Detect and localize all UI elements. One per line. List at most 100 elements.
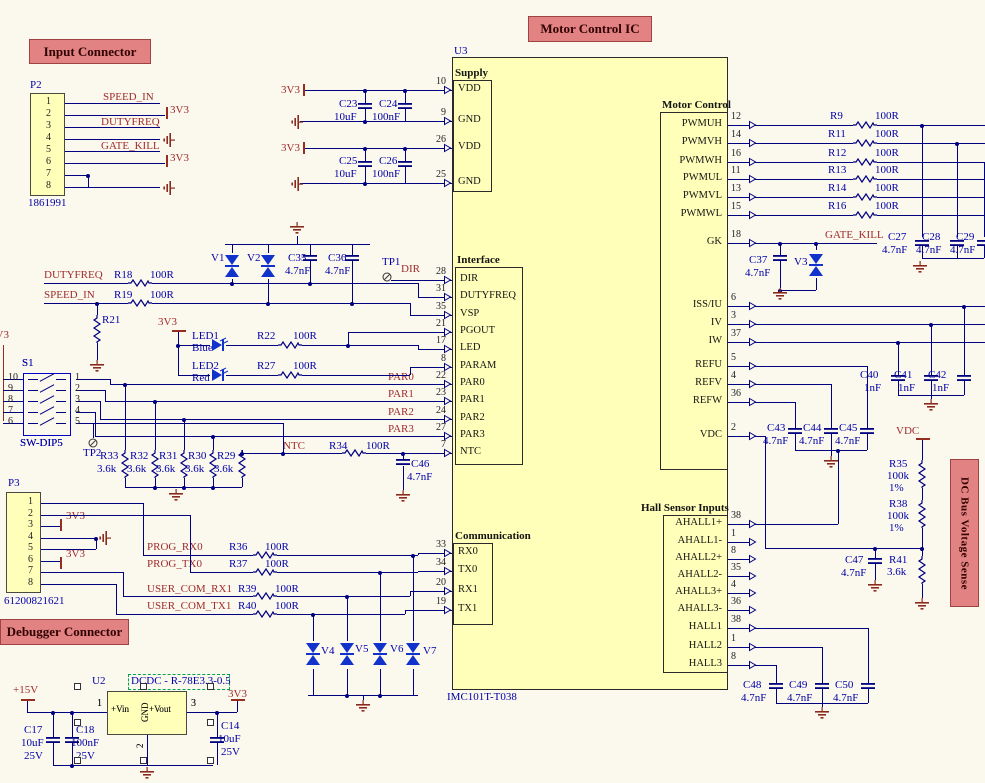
wire[interactable] — [93, 423, 94, 438]
wire[interactable] — [831, 434, 832, 450]
wire[interactable] — [410, 303, 411, 315]
text-label[interactable]: 10uF — [21, 737, 44, 749]
u3-pin-stub[interactable] — [425, 121, 452, 122]
wire[interactable] — [3, 423, 23, 424]
banner-dc-bus-voltage-sense[interactable]: DC Bus Voltage Sense — [950, 459, 979, 607]
resistor-icon[interactable] — [853, 210, 877, 220]
text-label[interactable]: Blue — [192, 342, 213, 354]
text-label[interactable]: TP1 — [382, 256, 401, 268]
wire[interactable] — [365, 167, 366, 183]
capacitor-icon[interactable] — [358, 161, 372, 167]
wire[interactable] — [242, 478, 243, 487]
p2-part-number[interactable]: 1861991 — [28, 197, 67, 209]
ground-icon[interactable] — [289, 114, 303, 130]
net-label[interactable]: PAR3 — [388, 423, 414, 435]
capacitor-icon[interactable] — [398, 103, 412, 109]
wire[interactable] — [816, 243, 817, 250]
wire[interactable] — [831, 384, 832, 428]
u3-pin-stub[interactable] — [728, 665, 755, 666]
net-label[interactable]: GATE_KILL — [825, 229, 884, 241]
power-rail-3v3[interactable] — [60, 557, 62, 569]
capacitor-icon[interactable] — [398, 161, 412, 167]
text-label[interactable]: 10uF — [334, 168, 357, 180]
wire[interactable] — [922, 246, 923, 258]
text-label[interactable]: R33 — [100, 450, 119, 462]
text-label[interactable]: R37 — [229, 558, 248, 570]
selection-handle[interactable] — [74, 683, 81, 690]
text-label[interactable]: 10uF — [218, 733, 241, 745]
net-label[interactable]: USER_COM_RX1 — [147, 583, 232, 595]
wire[interactable] — [413, 555, 414, 641]
wire[interactable] — [795, 402, 796, 428]
wire[interactable] — [931, 381, 932, 395]
wire[interactable] — [822, 703, 823, 707]
resistor-icon[interactable] — [917, 460, 927, 488]
wire[interactable] — [302, 375, 410, 376]
wire[interactable] — [53, 765, 213, 766]
wire[interactable] — [922, 440, 923, 460]
wire[interactable] — [755, 342, 985, 343]
p2-designator[interactable]: P2 — [30, 79, 42, 91]
net-label[interactable]: SPEED_IN — [103, 91, 154, 103]
wire[interactable] — [152, 303, 410, 304]
resistor-icon[interactable] — [342, 448, 366, 458]
wire[interactable] — [780, 243, 781, 255]
wire[interactable] — [875, 564, 876, 580]
u3-pin-stub[interactable] — [728, 402, 755, 403]
banner-debugger-connector[interactable]: Debugger Connector — [0, 619, 129, 645]
wire[interactable] — [755, 143, 853, 144]
wire[interactable] — [755, 384, 831, 385]
resistor-icon[interactable] — [278, 370, 302, 380]
capacitor-icon[interactable] — [358, 103, 372, 109]
u3-pin-stub[interactable] — [425, 148, 452, 149]
wire[interactable] — [365, 90, 366, 103]
capacitor-icon[interactable] — [824, 428, 838, 434]
wire[interactable] — [313, 669, 314, 695]
text-label[interactable]: 100R — [875, 128, 899, 140]
text-label[interactable]: 100k — [887, 470, 909, 482]
wire[interactable] — [405, 90, 406, 103]
resistor-icon[interactable] — [120, 450, 130, 478]
wire[interactable] — [65, 139, 160, 140]
wire[interactable] — [76, 401, 100, 402]
text-label[interactable]: 100R — [265, 541, 289, 553]
wire[interactable] — [348, 332, 425, 333]
selection-handle[interactable] — [140, 757, 147, 764]
text-label[interactable]: +Vin — [111, 704, 130, 714]
wire[interactable] — [391, 280, 425, 281]
wire[interactable] — [44, 303, 128, 304]
text-label[interactable]: V3 — [794, 256, 808, 268]
tvs-diode-icon[interactable] — [808, 252, 824, 278]
u3-pin-stub[interactable] — [425, 453, 452, 454]
wire[interactable] — [155, 478, 156, 487]
u3-pin-stub[interactable] — [728, 243, 755, 244]
net-label[interactable]: 3V3 — [281, 142, 300, 154]
text-label[interactable]: C45 — [839, 422, 858, 434]
wire[interactable] — [3, 390, 23, 391]
net-label[interactable]: GATE_KILL — [101, 140, 160, 152]
text-label[interactable]: C18 — [76, 724, 95, 736]
power-rail-3v3[interactable] — [166, 107, 168, 119]
wire[interactable] — [277, 572, 418, 573]
wire[interactable] — [152, 283, 418, 284]
wire[interactable] — [410, 367, 425, 368]
text-label[interactable]: 100R — [366, 440, 390, 452]
u3-pin-stub[interactable] — [728, 559, 755, 560]
wire[interactable] — [41, 572, 123, 573]
tvs-diode-icon[interactable] — [405, 641, 421, 667]
wire[interactable] — [125, 384, 126, 450]
banner-input-connector[interactable]: Input Connector — [29, 39, 151, 64]
wire[interactable] — [405, 167, 406, 183]
wire[interactable] — [110, 379, 111, 384]
wire[interactable] — [232, 279, 233, 283]
capacitor-icon[interactable] — [891, 375, 905, 381]
wire[interactable] — [3, 379, 23, 380]
text-label[interactable]: 4.7nF — [835, 435, 861, 447]
wire[interactable] — [418, 571, 425, 572]
text-label[interactable]: 25V — [24, 750, 43, 762]
wire[interactable] — [765, 548, 922, 549]
text-label[interactable]: C43 — [767, 422, 786, 434]
wire[interactable] — [765, 436, 766, 548]
wire[interactable] — [97, 343, 98, 360]
u3-pin-stub[interactable] — [425, 332, 452, 333]
